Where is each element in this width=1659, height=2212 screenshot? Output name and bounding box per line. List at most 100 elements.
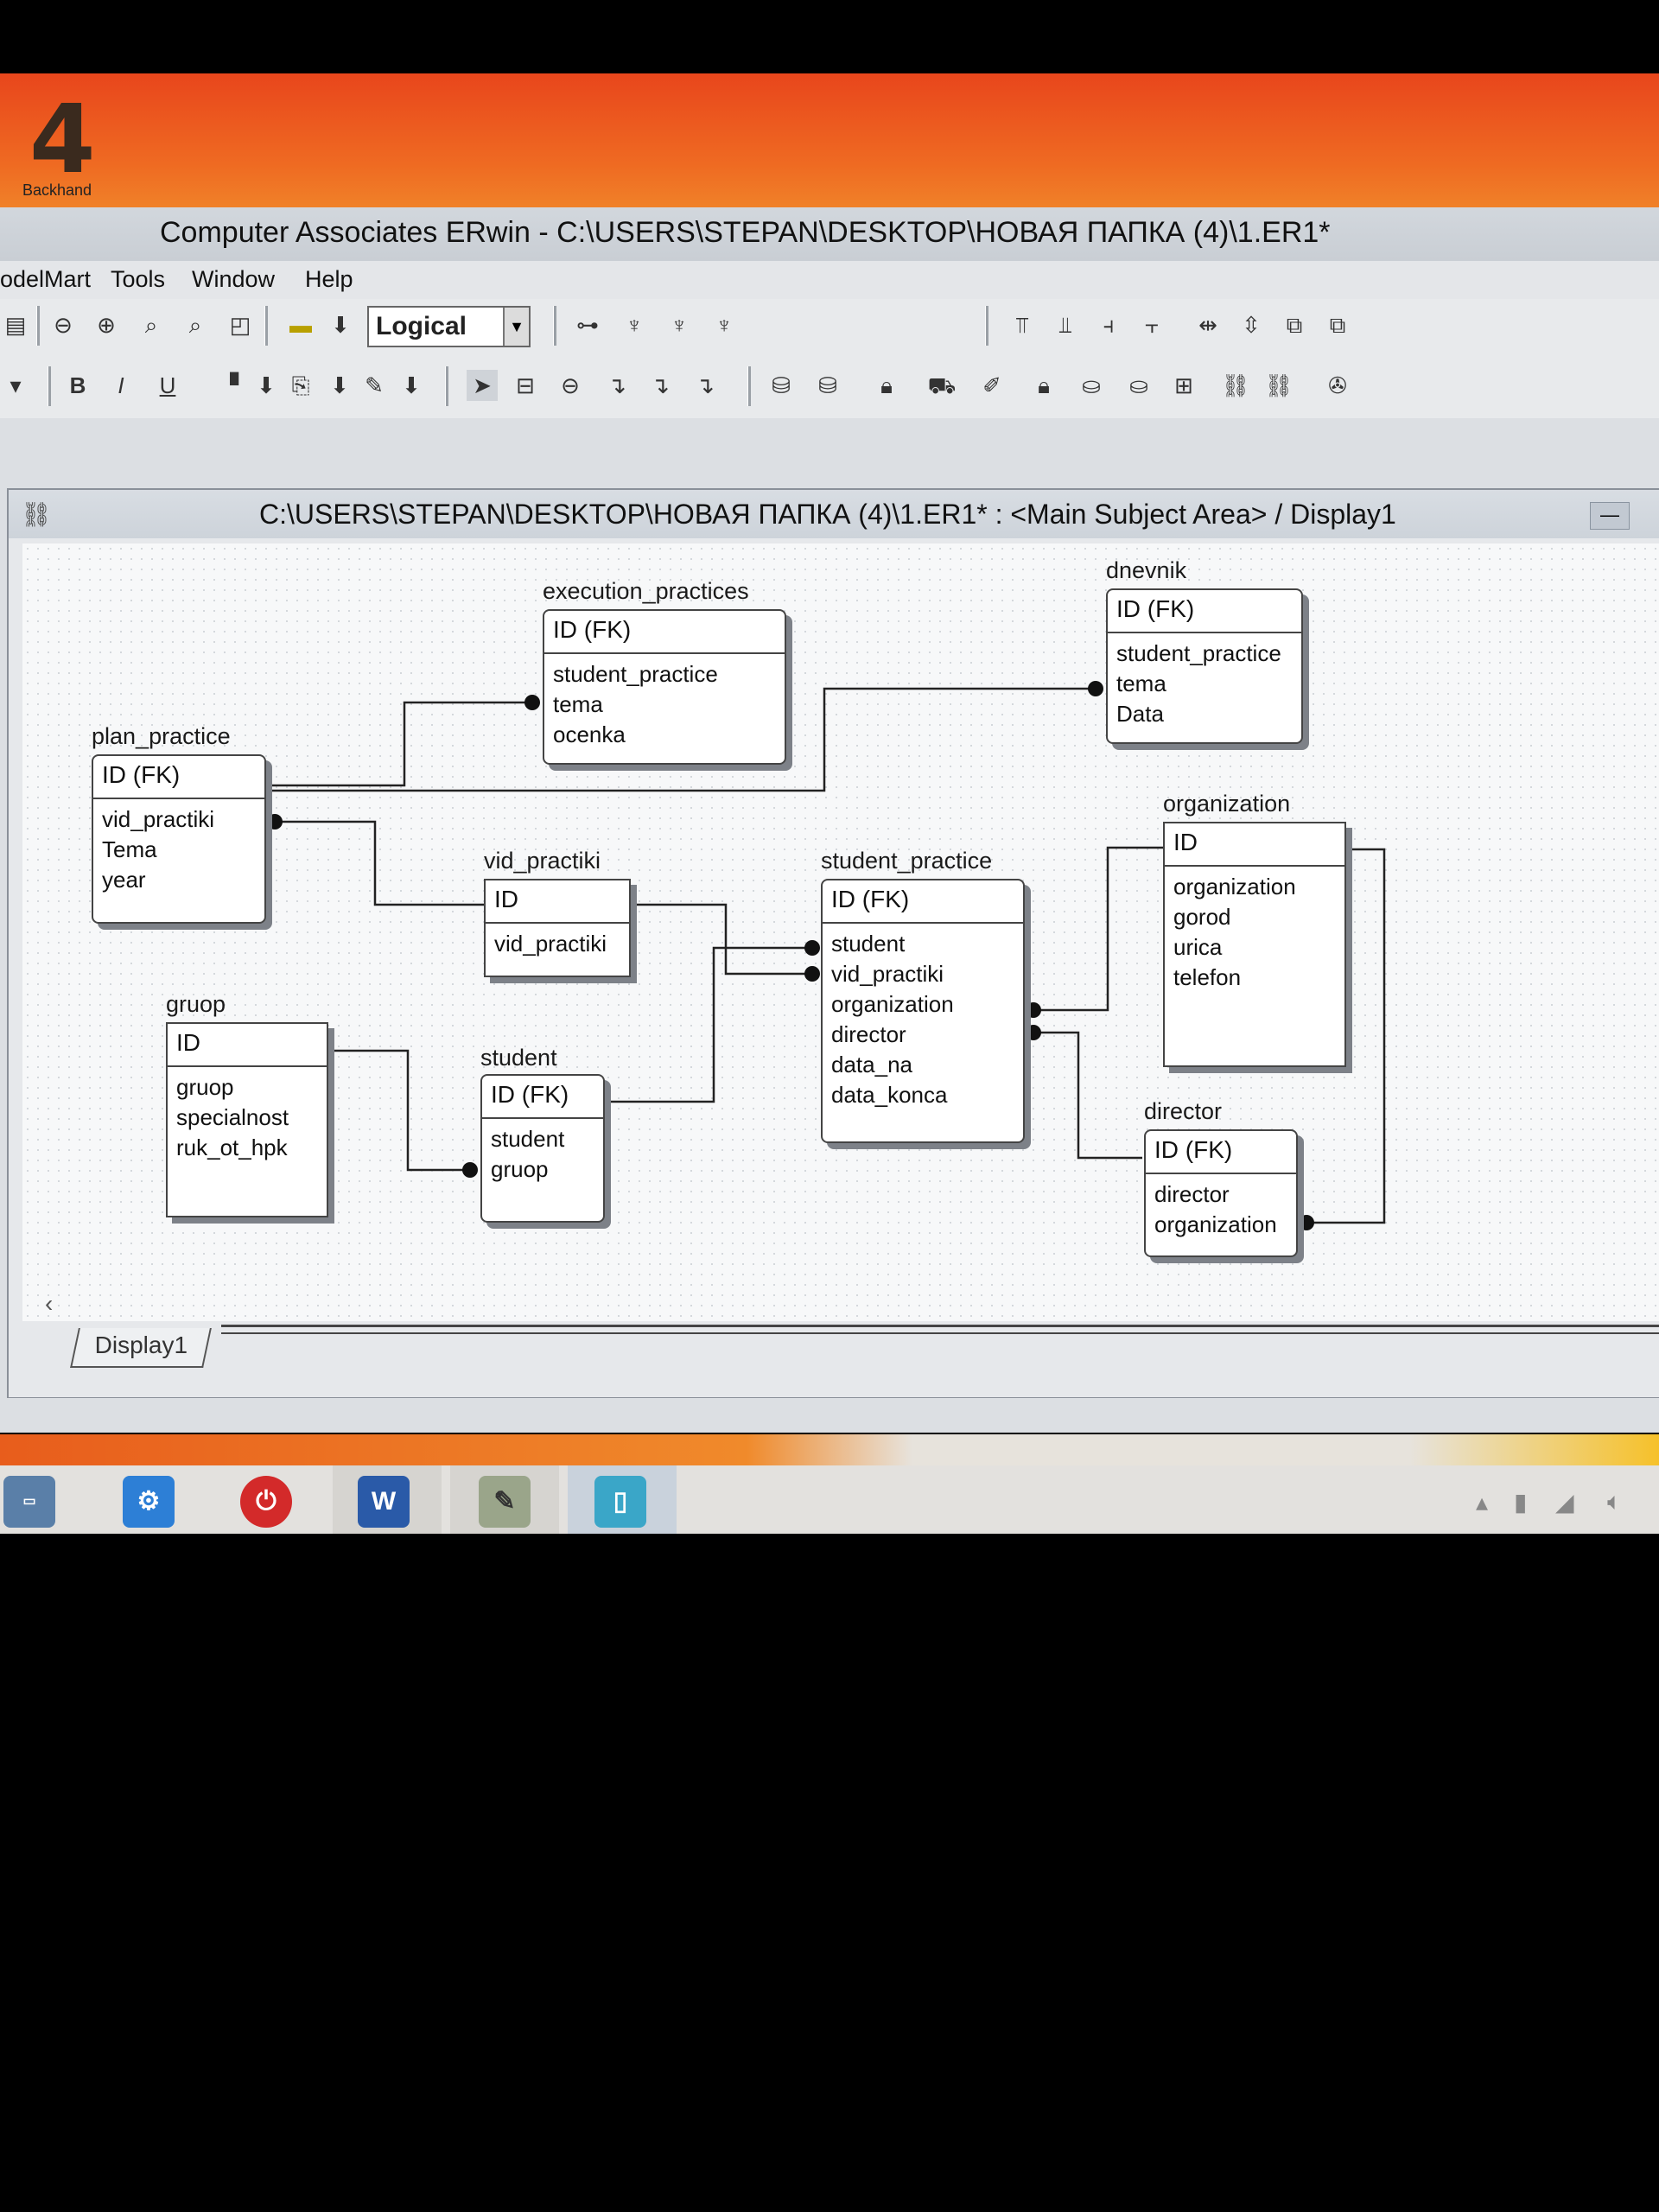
category-tool-icon[interactable]: ⊖ [561, 372, 580, 398]
zoom-area-icon[interactable]: ⌕ [188, 312, 202, 338]
bold-icon[interactable]: B [69, 372, 86, 398]
relationship-lines [266, 681, 1386, 1230]
network-icon[interactable]: ◢ [1555, 1489, 1574, 1516]
space-horizontal-icon[interactable]: ⇹ [1198, 312, 1217, 338]
entity-execution-practices[interactable]: ID (FK) student_practice tema ocenka [543, 609, 786, 765]
dropdown-arrow-icon[interactable]: ⬇ [402, 372, 421, 398]
toolbar-area-empty [0, 418, 1659, 470]
zoom-in-icon[interactable]: ⊕ [97, 312, 116, 338]
tray-arrow-icon[interactable]: ▴ [1476, 1489, 1489, 1516]
erwin-icon[interactable]: ✎ [479, 1476, 531, 1528]
hierarchy-3-icon[interactable]: ♆ [715, 312, 733, 338]
report-icon[interactable]: ⛟ [927, 372, 957, 398]
text-color-icon[interactable]: ▝ [221, 372, 238, 398]
entity-director[interactable]: ID (FK) director organization [1144, 1129, 1298, 1257]
dropdown-arrow-icon[interactable]: ⬇ [331, 312, 350, 338]
window-icon[interactable]: ▯ [594, 1476, 646, 1528]
font-dropdown-icon[interactable]: ▾ [10, 372, 22, 398]
fill-color-icon[interactable]: ⎘ [291, 372, 310, 398]
zoom-out-icon[interactable]: ⊖ [54, 312, 73, 338]
menu-modelmart[interactable]: odelMart [0, 266, 92, 292]
power-icon[interactable]: ⏻ [240, 1476, 292, 1528]
taskbar-top-strip [0, 1434, 1659, 1465]
dropdown-arrow-icon[interactable]: ⬇ [257, 372, 276, 398]
entity-gruop[interactable]: ID gruop specialnost ruk_ot_hpk [166, 1022, 328, 1217]
entity-dnevnik[interactable]: ID (FK) student_practice tema Data [1106, 588, 1303, 744]
entity-student[interactable]: ID (FK) student gruop [480, 1074, 605, 1223]
database-icon[interactable]: ⛁ [772, 372, 791, 398]
pointer-tool-icon[interactable]: ➤ [467, 370, 498, 401]
erwin-window: Computer Associates ERwin - C:\USERS\STE… [0, 207, 1659, 1433]
settings-app-icon[interactable]: ⚙ [123, 1476, 175, 1528]
help-icon[interactable]: ✇ [1328, 372, 1347, 398]
forward-engineer-icon[interactable]: ⛀ [1129, 372, 1148, 398]
toolbar-icon[interactable]: ▤ [4, 312, 27, 338]
entity-vid-practiki[interactable]: ID vid_practiki [484, 879, 631, 977]
relationship-line [266, 701, 532, 787]
align-left-icon[interactable]: ⫞ [1103, 312, 1115, 338]
entity-student-practice[interactable]: ID (FK) student vid_practiki organizatio… [821, 879, 1025, 1143]
complete-compare-icon[interactable]: ⛓ [1221, 372, 1250, 398]
menu-window[interactable]: Window [192, 266, 276, 292]
database-2-icon[interactable]: ⛁ [818, 372, 837, 398]
entity-attributes: student vid_practiki organization direct… [831, 929, 954, 1110]
windows-taskbar: ▭ ⚙ ⏻ W ✎ ▯ ▴ ▮ ◢ 🔈︎ [0, 1434, 1659, 1534]
zoom-page-icon[interactable]: ◰ [229, 312, 251, 338]
entity-name-gruop: gruop [166, 991, 226, 1017]
volume-icon[interactable]: 🔈︎ [1607, 1488, 1622, 1515]
entity-divider [544, 652, 785, 654]
schema-icon[interactable]: ⛀ [1082, 372, 1101, 398]
hierarchy-2-icon[interactable]: ♆ [671, 312, 688, 338]
horizontal-scrollbar[interactable] [221, 1325, 1659, 1334]
app-4-icon: 4 [29, 84, 96, 194]
lock-2-icon[interactable]: 🔒︎ [1038, 372, 1050, 398]
align-right-icon[interactable]: ⫟ [1145, 312, 1159, 338]
view-mode-value: Logical [376, 312, 467, 340]
hierarchy-icon[interactable]: ♆ [626, 312, 643, 338]
underline-icon[interactable]: U [159, 372, 176, 398]
pen-color-icon[interactable]: ✎ [365, 372, 384, 398]
sync-icon[interactable]: ⛓ [1264, 372, 1294, 398]
entity-divider [93, 798, 264, 799]
tab-display1[interactable]: Display1 [70, 1328, 212, 1368]
align-bottom-icon[interactable]: ⫫ [1058, 312, 1072, 338]
relationship-icon[interactable]: ⊶ [576, 312, 599, 338]
identifying-rel-icon[interactable]: ↴ [607, 372, 626, 398]
entity-organization[interactable]: ID organization gorod urica telefon [1163, 822, 1346, 1067]
entity-tool-icon[interactable]: ⊟ [516, 372, 535, 398]
pin-icon[interactable]: ✐ [982, 372, 1001, 398]
diagram-canvas[interactable]: execution_practices ID (FK) student_prac… [22, 543, 1659, 1321]
entity-plan-practice[interactable]: ID (FK) vid_practiki Tema year [92, 754, 266, 924]
display-color-icon[interactable]: ▬ [289, 312, 312, 338]
menu-tools[interactable]: Tools [111, 266, 166, 292]
desktop-shortcut-icon[interactable]: 4 Backhand [22, 84, 100, 199]
entity-attributes: director organization [1154, 1179, 1277, 1240]
dropdown-arrow-icon[interactable]: ⬇ [330, 372, 349, 398]
lock-icon[interactable]: 🔒︎ [880, 372, 893, 398]
diagram-window-icon[interactable]: ⛓ [21, 501, 52, 528]
scroll-left-icon[interactable]: ‹ [45, 1290, 54, 1317]
view-mode-select[interactable]: Logical ▼ [367, 306, 531, 347]
many-to-many-icon[interactable]: ↴ [651, 372, 670, 398]
space-vertical-icon[interactable]: ⇳ [1242, 312, 1261, 338]
same-size-2-icon[interactable]: ⧉ [1329, 312, 1346, 338]
minimize-button[interactable]: — [1590, 502, 1630, 530]
zoom-fit-icon[interactable]: ⌕ [144, 312, 158, 338]
battery-icon[interactable]: ▮ [1514, 1489, 1528, 1516]
same-size-icon[interactable]: ⧉ [1286, 312, 1303, 338]
toolbar-bottom: ▾ B I U ▝ ⬇ ⎘ ⬇ ✎ ⬇ ➤ ⊟ ⊖ ↴ ↴ ↴ ⛁ ⛁ 🔒︎ ⛟… [0, 356, 1659, 418]
toolbar-separator [48, 366, 51, 406]
menu-help[interactable]: Help [305, 266, 353, 292]
word-icon[interactable]: W [358, 1476, 410, 1528]
attribute: organization [1173, 874, 1296, 899]
relationship-line [1033, 1031, 1142, 1160]
align-top-icon[interactable]: ⫪ [1015, 312, 1029, 338]
entity-primary-key: ID [1173, 829, 1198, 855]
entity-divider [168, 1065, 327, 1067]
chevron-down-icon[interactable]: ▼ [503, 308, 529, 346]
italic-icon[interactable]: I [118, 372, 124, 398]
non-identifying-rel-icon[interactable]: ↴ [696, 372, 715, 398]
file-explorer-icon[interactable]: ▭ [3, 1476, 55, 1528]
grid-icon[interactable]: ⊞ [1174, 372, 1193, 398]
entity-primary-key: ID (FK) [491, 1081, 569, 1108]
